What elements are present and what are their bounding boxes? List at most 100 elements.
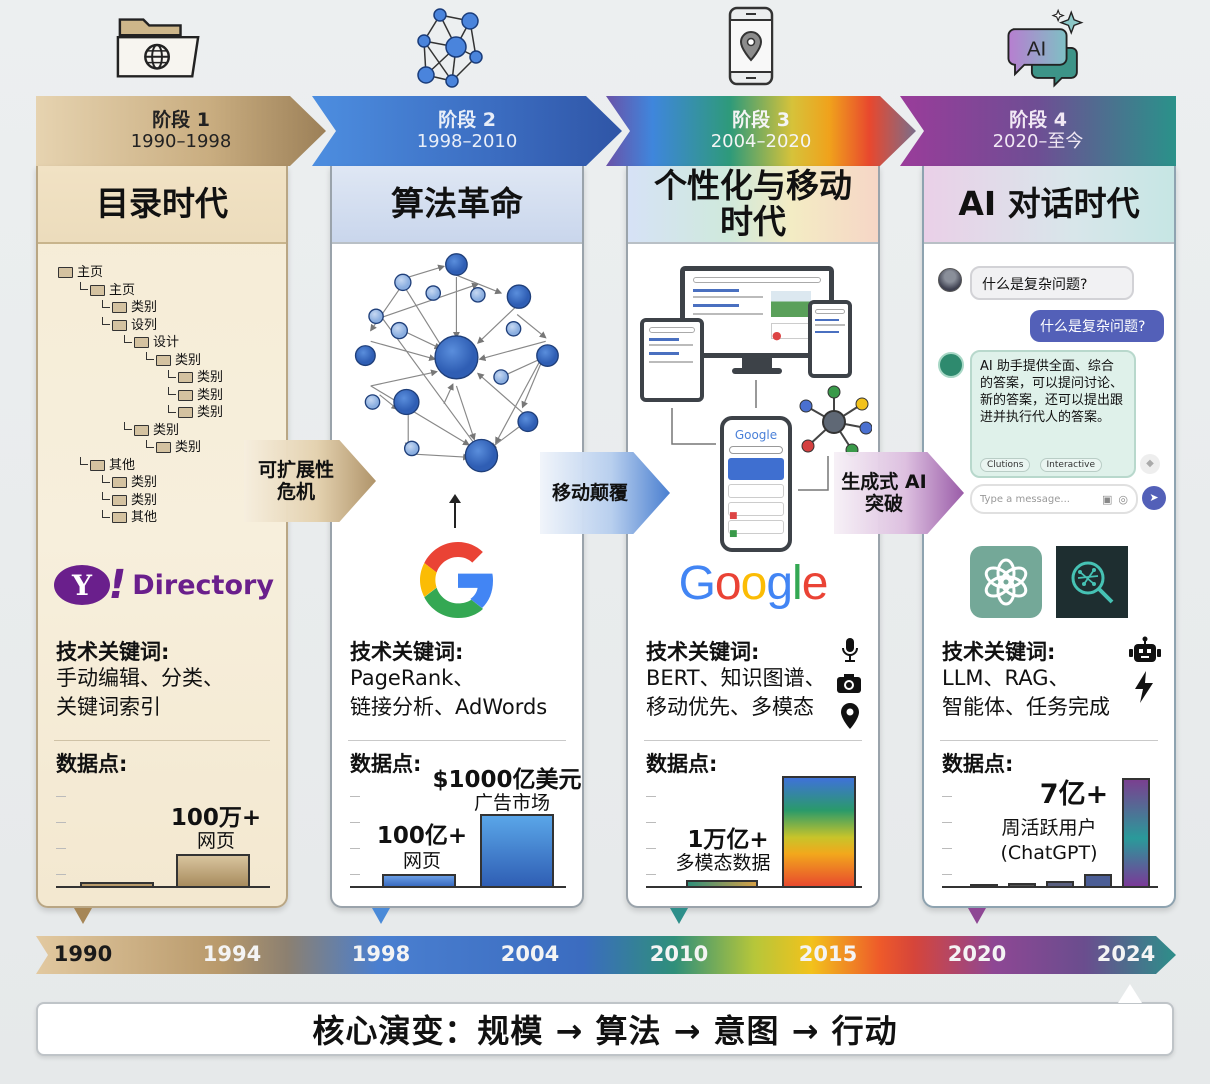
summary-pointer xyxy=(1118,984,1142,1003)
stage-2-bar-pages xyxy=(382,874,456,886)
stage-3-header: 阶段 3 2004–2020 xyxy=(606,96,916,166)
ai-icon-text: AI xyxy=(1027,37,1046,60)
ai-chat-icon: AI xyxy=(1000,6,1090,88)
tree-connector xyxy=(124,422,132,430)
monitor-stand xyxy=(742,358,772,370)
network-graph-icon xyxy=(412,6,502,88)
stage-2-bar-pages-value: 100亿+ xyxy=(376,823,468,849)
small-phone-device xyxy=(808,300,852,378)
ai-answer-text: AI 助手提供全面、综合的答案，可以提问讨论、新的答案，还可以提出跟进并执行代人… xyxy=(980,359,1124,425)
tree-connector xyxy=(102,299,110,308)
stage-3-bar-multimodal xyxy=(782,776,856,886)
divider xyxy=(644,740,862,741)
phone-location-icon xyxy=(706,6,796,86)
divider xyxy=(940,740,1158,741)
microphone-icon xyxy=(842,638,858,662)
folder-label: 主页 xyxy=(109,282,136,298)
folder-icon xyxy=(178,407,193,418)
directory-tree-item: 类别 xyxy=(168,387,223,404)
stage-1-kw-text: 手动编辑、分类、 关键词索引 xyxy=(56,666,224,719)
folder-label: 类别 xyxy=(131,475,158,490)
tree-connector xyxy=(146,352,154,360)
up-arrow-icon xyxy=(454,498,456,528)
tree-connector xyxy=(102,317,110,325)
stage-2-bar-ads-label: 广告市场 xyxy=(473,792,550,814)
folder-label: 类别 xyxy=(197,387,224,403)
stage-4-years: 2020–至今 xyxy=(992,131,1084,152)
image-attach-icon[interactable]: ▣ xyxy=(1101,492,1113,506)
year-1994: 1994 xyxy=(202,942,262,966)
stage-2-kw-label: 技术关键词: xyxy=(350,640,464,664)
axis-ticks xyxy=(56,796,66,900)
year-2015: 2015 xyxy=(798,942,858,966)
folder-icon xyxy=(112,319,127,331)
yahoo-y-badge: Y xyxy=(54,565,110,605)
stage-2-pin xyxy=(372,908,390,924)
stage-3-card: 个性化与移动 时代 ● xyxy=(626,166,880,908)
axis-ticks xyxy=(646,796,656,900)
folder-label: 类别 xyxy=(197,370,224,385)
scroll-button[interactable]: ◆ xyxy=(1140,454,1160,474)
message-input-placeholder: Type a message... xyxy=(980,493,1070,505)
google-g-logo xyxy=(420,542,493,618)
stage-3-title: 个性化与移动 时代 xyxy=(628,166,878,244)
folder-icon xyxy=(178,389,193,401)
ai-search-logo xyxy=(1056,546,1128,618)
directory-tree-item: 类别 xyxy=(168,404,223,421)
stage-3-dp-label: 数据点: xyxy=(646,752,718,776)
chart-baseline xyxy=(56,886,270,888)
message-input[interactable]: Type a message... ▣ ◎ xyxy=(970,484,1138,514)
stage-4-kw-text: LLM、RAG、 智能体、任务完成 xyxy=(942,666,1110,719)
stage-4-dp-label: 数据点: xyxy=(942,752,1014,776)
chart-baseline xyxy=(646,886,862,888)
stage-2-header: 阶段 2 1998–2010 xyxy=(312,96,622,166)
stage-2-bar-ads-value: $1000亿美元 xyxy=(432,767,582,793)
directory-tree-item: 设列 xyxy=(102,317,157,334)
send-button[interactable]: ➤ xyxy=(1142,486,1166,510)
chart-baseline xyxy=(350,886,566,888)
stage-4-bar-3 xyxy=(1046,881,1074,886)
chart-baseline xyxy=(942,886,1158,888)
monitor-base xyxy=(732,368,782,374)
directory-tree-item: 类别 xyxy=(124,422,179,439)
folder-globe-icon xyxy=(114,6,204,86)
folder-label: 类别 xyxy=(131,492,158,508)
ai-avatar xyxy=(938,352,964,378)
stage-3-bar-value: 1万亿+ xyxy=(687,827,769,853)
stage-1-bar-value: 100万+ xyxy=(170,805,262,831)
stage-4-bar-4 xyxy=(1084,874,1112,886)
stage-1-card: 目录时代 主页主页类别设列设计类别类别类别类别类别类别其他类别类别其他 Y ! … xyxy=(36,166,288,908)
interactive-chip[interactable]: Interactive xyxy=(1039,458,1102,472)
folder-icon xyxy=(134,424,149,436)
year-2024: 2024 xyxy=(1096,942,1156,966)
folder-icon xyxy=(112,477,127,488)
citations-chip[interactable]: Clutions xyxy=(980,458,1031,472)
main-phone-device: Google ■ ■ xyxy=(720,416,792,552)
stage-2-card: 算法革命 xyxy=(330,166,584,908)
folder-label: 其他 xyxy=(109,457,136,473)
stage-2-bar-ads xyxy=(480,814,554,886)
stage-3-number: 阶段 3 xyxy=(732,109,790,131)
year-2010: 2010 xyxy=(649,942,709,966)
year-1990: 1990 xyxy=(53,942,113,966)
folder-icon xyxy=(112,302,127,313)
directory-tree-item: 类别 xyxy=(102,474,157,491)
stage-1-years: 1990–1998 xyxy=(130,131,232,152)
stage-4-bar-value: 7亿+ xyxy=(1039,779,1109,810)
year-2004: 2004 xyxy=(500,942,560,966)
stage-3-bar-label: 多模态数据 xyxy=(675,852,771,874)
stage-4-title: AI 对话时代 xyxy=(924,166,1174,244)
folder-icon xyxy=(134,337,149,348)
directory-tree-item: 其他 xyxy=(102,509,157,526)
camera-icon xyxy=(837,674,861,693)
yahoo-directory-logo: Y ! Directory xyxy=(54,562,274,608)
folder-icon xyxy=(90,284,105,296)
lock-icon[interactable]: ◎ xyxy=(1118,492,1128,506)
folder-icon xyxy=(156,442,171,453)
stage-4-bar-chatgpt xyxy=(1122,778,1150,886)
tree-connector xyxy=(102,509,110,518)
openai-logo xyxy=(970,546,1042,618)
echo-question-bubble: 什么是复杂问题? xyxy=(1030,310,1164,342)
tree-connector xyxy=(168,369,176,378)
google-wordmark: Google xyxy=(678,557,829,610)
